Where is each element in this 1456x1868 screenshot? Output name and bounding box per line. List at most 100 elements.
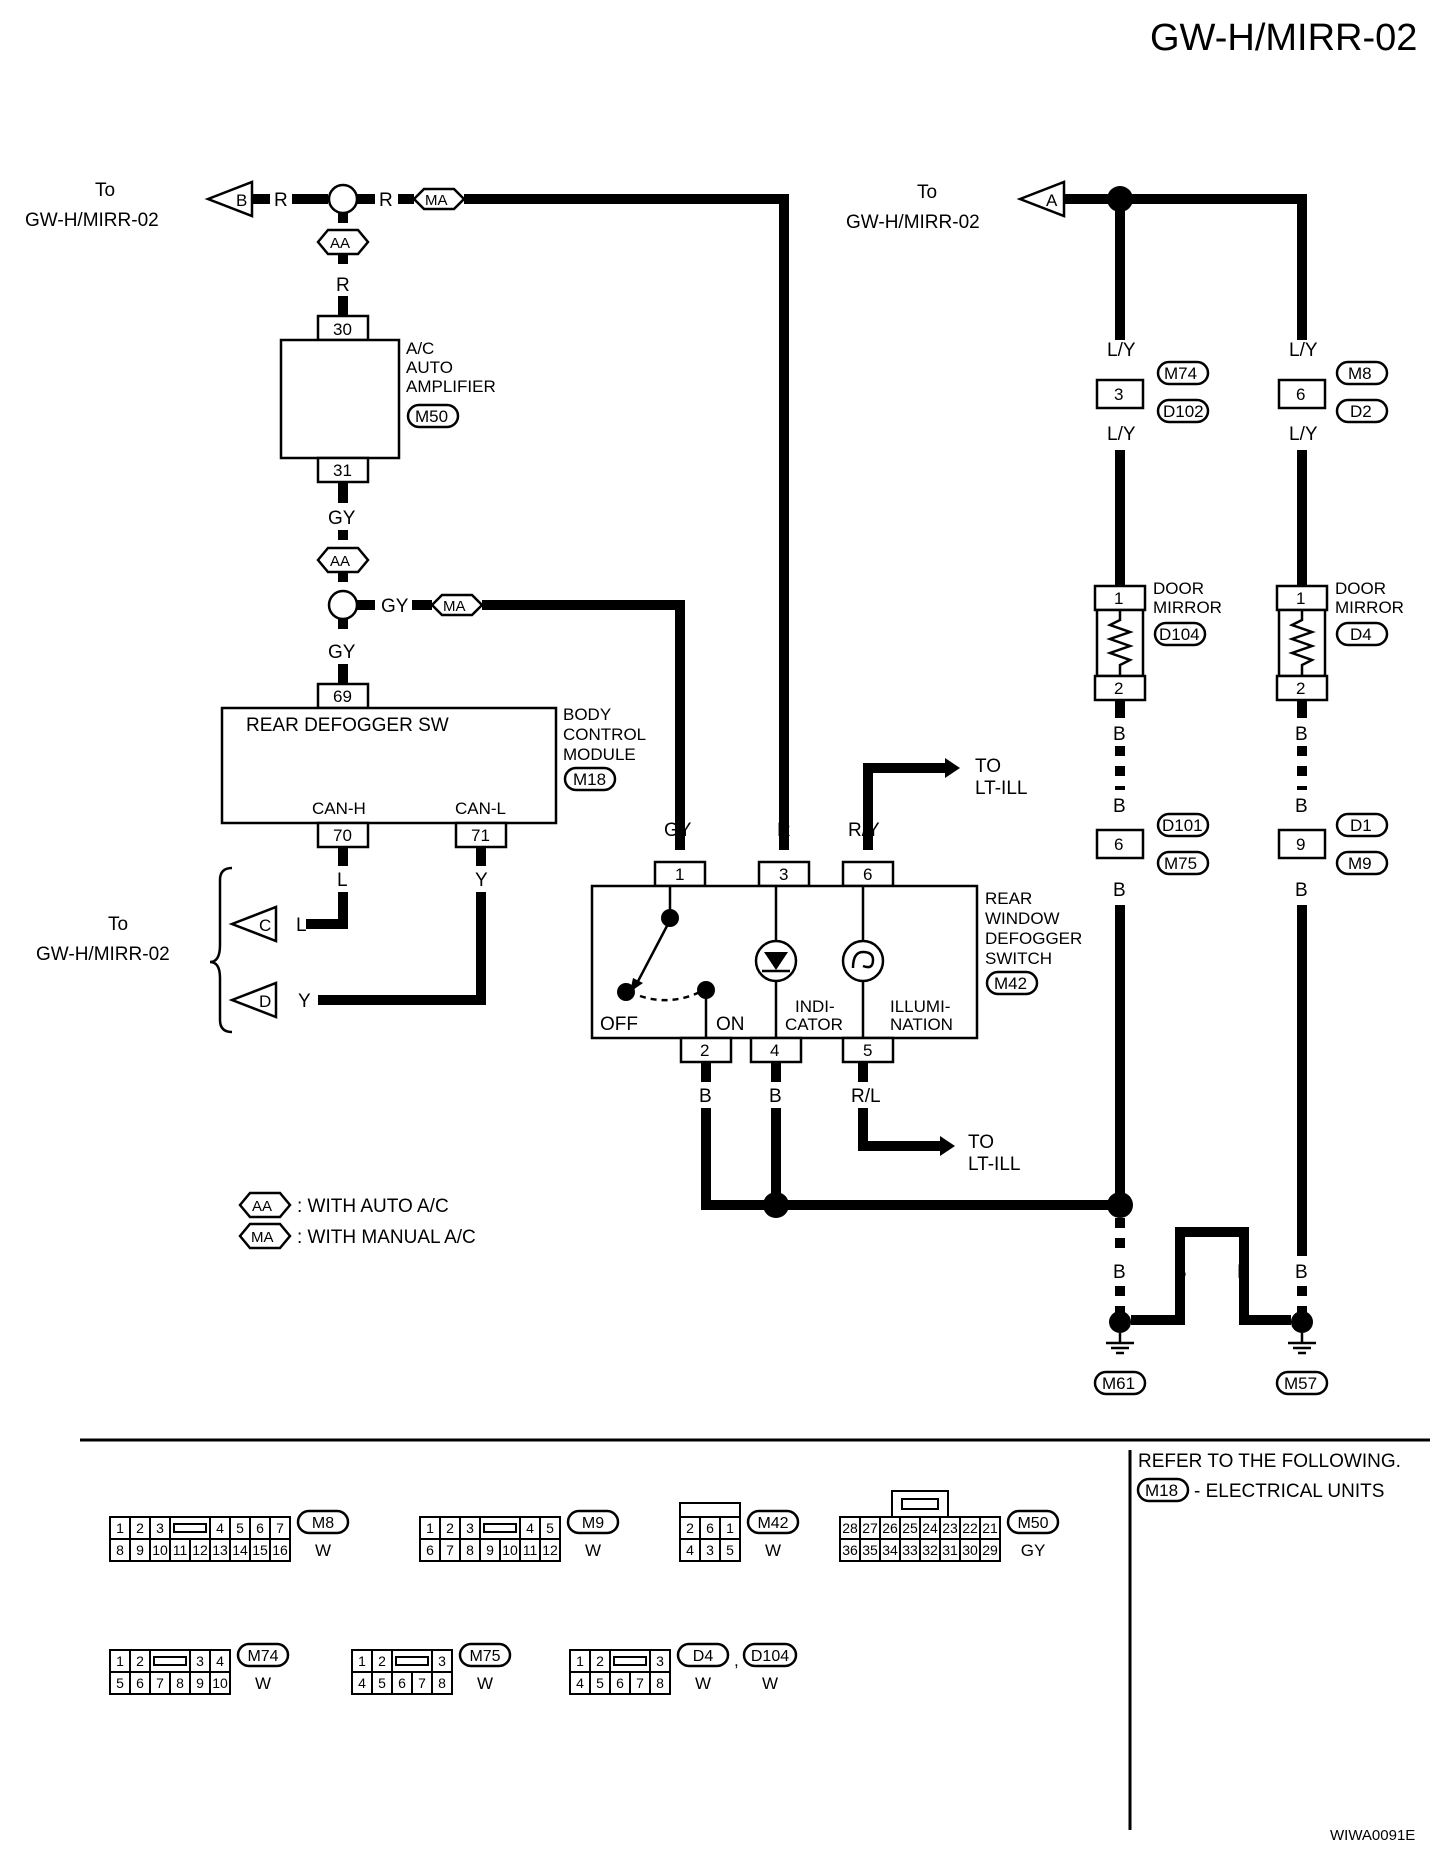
joint-pin-box-rh-lower (1277, 828, 1327, 860)
mirror-rh-resistor (1288, 610, 1316, 676)
offpage-to-label: To (95, 180, 115, 201)
switch-off-label: OFF (600, 1014, 638, 1035)
wire-color-gy-3: GY (328, 642, 356, 663)
face-color: GY (1021, 1541, 1046, 1560)
face-pin-label: 27 (862, 1520, 878, 1536)
face-pin-label: 24 (922, 1520, 938, 1536)
figure-code: WIWA0091E (1330, 1827, 1415, 1844)
conn-id-m9-text: M9 (1348, 854, 1372, 873)
face-pin-label: 2 (136, 1653, 144, 1669)
ground-id-m61 (1093, 1370, 1147, 1396)
conn-id-m8-text: M8 (1348, 364, 1372, 383)
conn-id-m42 (985, 970, 1039, 996)
wire-color-y: Y (475, 870, 488, 891)
joint-pin-box-lh-lower (1095, 828, 1145, 860)
face-pin-label: 2 (446, 1520, 454, 1536)
wire-color-r: R (274, 190, 288, 211)
face-pin-label: 1 (426, 1520, 434, 1536)
conn-id-m42-text: M42 (994, 974, 1027, 993)
face-pin-label: 3 (196, 1653, 204, 1669)
legend-ma-code: MA (251, 1229, 274, 1246)
conn-id-d102-text: D102 (1163, 402, 1204, 421)
offpage-to-label-2: To (108, 914, 128, 935)
face-pin-label: 28 (842, 1520, 858, 1536)
conn-id-d4-text: D4 (1350, 625, 1372, 644)
conn-id-m8 (1335, 360, 1389, 386)
face-cell (209, 1671, 231, 1695)
option-legend: AA : WITH AUTO A/C MA : WITH MANUAL A/C (238, 1191, 476, 1250)
face-color: W (762, 1674, 778, 1693)
option-aa-text-top: AA (330, 235, 350, 252)
wire-b-sw2 (701, 1108, 776, 1210)
wire-color-b-rh2: B (1295, 796, 1308, 817)
face-pin-label: 1 (116, 1653, 124, 1669)
face-pin-label: 1 (116, 1520, 124, 1536)
mirror-rh-pin-1: 1 (1296, 589, 1305, 608)
joint-pin-rh-lower: 9 (1296, 835, 1305, 854)
face-pin-label: 11 (523, 1542, 538, 1558)
arrowhead-lt-ill-bottom (940, 1136, 955, 1156)
face-pin-label: 31 (942, 1542, 958, 1558)
face-pin-label: 5 (546, 1520, 554, 1536)
legend-aa-code: AA (252, 1198, 272, 1215)
face-pin-label: 2 (686, 1520, 694, 1536)
pin-box-71 (454, 821, 508, 849)
wire-color-b-rh1: B (1295, 724, 1308, 745)
indicator-line2: CATOR (785, 1015, 843, 1034)
face-pin-label: 1 (726, 1520, 734, 1536)
joint-pin-box-rh-upper (1277, 378, 1327, 410)
ground-point-m57 (1291, 1311, 1313, 1333)
face-pin-label: 14 (232, 1542, 248, 1558)
pin-71: 71 (471, 826, 490, 845)
top-right-offpage-group: To GW-H/MIRR-02 A (846, 180, 1307, 340)
conn-id-m74-text: M74 (1164, 364, 1197, 383)
face-pin-label: 8 (438, 1675, 446, 1691)
face-pin-label: 35 (862, 1542, 878, 1558)
face-pin-label: 5 (236, 1520, 244, 1536)
face-pin-label: 5 (378, 1675, 386, 1691)
switch-contact-off (617, 983, 635, 1001)
switch-line4: SWITCH (985, 949, 1052, 968)
face-pin-label: 12 (542, 1542, 558, 1558)
offpage-to-label-3: To (917, 182, 937, 203)
mirror-lh-pin-2: 2 (1114, 679, 1123, 698)
bcm-inner-label: REAR DEFOGGER SW (246, 715, 449, 736)
face-color: W (315, 1541, 331, 1560)
ac-amp-line1: A/C (406, 339, 434, 358)
face-id-pill (236, 1642, 290, 1668)
face-pin-label: 10 (152, 1542, 168, 1558)
face-pin-label: 4 (216, 1653, 224, 1669)
sw-pin-box-5 (841, 1036, 895, 1064)
offpage-arrow-d-letter: D (259, 992, 271, 1011)
wire-color-b-rh4: B (1295, 1262, 1308, 1283)
switch-contact-top (661, 909, 679, 927)
wire-gy-to-switch-pin1 (482, 600, 685, 850)
face-pin-label: 34 (882, 1542, 898, 1558)
face-pin-label: 6 (706, 1520, 714, 1536)
lt-ill-bottom-label: LT-ILL (968, 1154, 1020, 1175)
face-cell (979, 1538, 1001, 1562)
face-pin-label: 3 (438, 1653, 446, 1669)
face-pin-label: 3 (156, 1520, 164, 1536)
face-hood (679, 1502, 741, 1518)
wire-color-ly-rh2: L/Y (1289, 424, 1318, 445)
switch-line3: DEFOGGER (985, 929, 1082, 948)
legend-aa-marker (238, 1191, 292, 1219)
offpage-arrow-c (228, 905, 278, 943)
offpage-page-label: GW-H/MIRR-02 (25, 210, 159, 231)
mirror-rh-line2: MIRROR (1335, 598, 1404, 617)
splice-open-mid (327, 589, 359, 621)
conn-id-d104-text: D104 (1159, 625, 1200, 644)
wire-color-ly-lh1: L/Y (1107, 340, 1136, 361)
offpage-arrow-c-letter: C (259, 916, 271, 935)
face-pin-label: 6 (426, 1542, 434, 1558)
refer-title: REFER TO THE FOLLOWING. (1138, 1451, 1401, 1472)
joint-pin-lh-lower: 6 (1114, 835, 1123, 854)
ac-amp-body (279, 338, 401, 460)
offpage-page-label-2: GW-H/MIRR-02 (36, 944, 170, 965)
pin-69: 69 (333, 687, 352, 706)
face-pin-label: 26 (882, 1520, 898, 1536)
ac-auto-amplifier: 30 A/C AUTO AMPLIFIER M50 31 (279, 314, 496, 484)
